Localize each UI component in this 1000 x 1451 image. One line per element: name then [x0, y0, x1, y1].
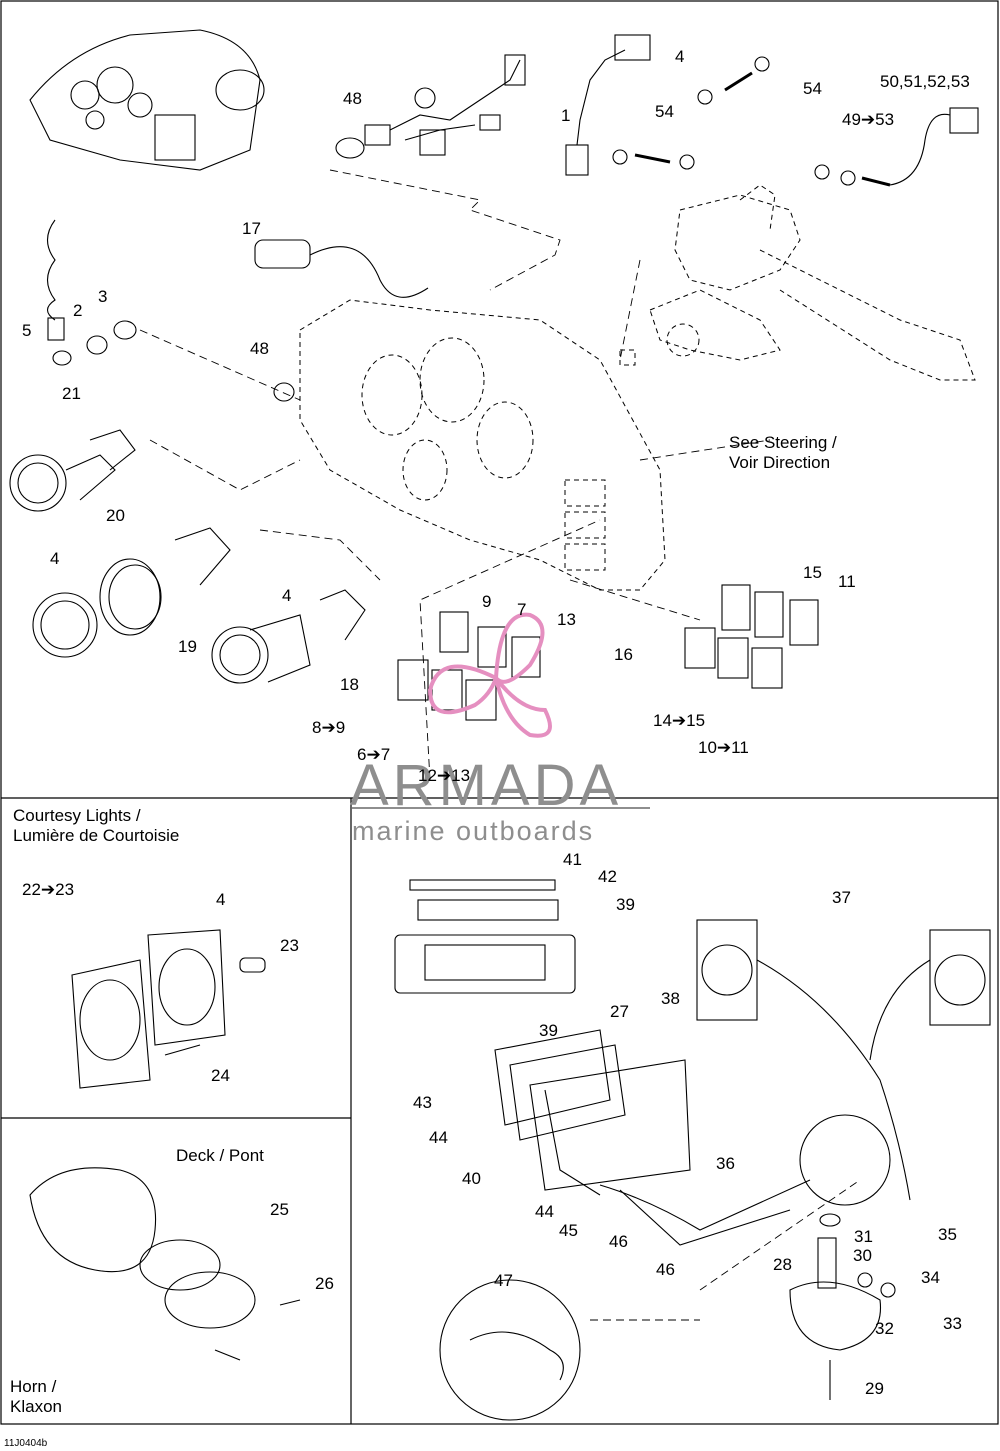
courtesy-title-line2: Lumière de Courtoisie [13, 826, 180, 845]
label-46: 46 [656, 1260, 675, 1279]
switch-1 [565, 34, 651, 176]
label-54: 54 [655, 102, 674, 121]
rocker-switches [397, 584, 819, 721]
label-14-15: 14➔15 [653, 711, 706, 730]
label-2: 2 [73, 301, 83, 320]
label-7: 7 [517, 600, 527, 619]
watermark-tagline: marine outboards [352, 816, 595, 846]
label-10-11: 10➔11 [698, 738, 749, 757]
label-21: 21 [62, 384, 81, 403]
label-6-7: 6➔7 [357, 745, 391, 764]
module-assembly [394, 879, 811, 1246]
hardware-54 [612, 56, 770, 170]
label-44: 44 [429, 1128, 448, 1147]
label-4: 4 [50, 549, 60, 568]
label-3: 3 [98, 287, 108, 306]
label-4: 4 [216, 890, 226, 909]
steering-assembly [619, 184, 976, 381]
gauge-assemblies [9, 429, 366, 684]
misc-parts-upper-left [46, 219, 429, 402]
label-37: 37 [832, 888, 851, 907]
label-45: 45 [559, 1221, 578, 1240]
label-43: 43 [413, 1093, 432, 1112]
label-54: 54 [803, 79, 822, 98]
label-30: 30 [853, 1246, 872, 1265]
courtesy-light [71, 929, 266, 1089]
label-12-13: 12➔13 [418, 766, 471, 785]
figure-code: 11J0404b [4, 1438, 48, 1449]
label-38: 38 [661, 989, 680, 1008]
label-47: 47 [494, 1271, 513, 1290]
label-16: 16 [614, 645, 633, 664]
instrument-cluster [29, 29, 265, 171]
horn-title-line1: Horn / [10, 1377, 57, 1396]
label-5: 5 [22, 321, 32, 340]
label-28: 28 [773, 1255, 792, 1274]
label-36: 36 [716, 1154, 735, 1173]
label-39: 39 [539, 1021, 558, 1040]
label-24: 24 [211, 1066, 230, 1085]
label-23: 23 [280, 936, 299, 955]
label-1: 1 [561, 106, 571, 125]
steering-note-line2: Voir Direction [729, 453, 831, 472]
label-42: 42 [598, 867, 617, 886]
label-19: 19 [178, 637, 197, 656]
label-34: 34 [921, 1268, 940, 1287]
label-33: 33 [943, 1314, 962, 1333]
label-18: 18 [340, 675, 359, 694]
label-11: 11 [838, 572, 856, 591]
label-13: 13 [557, 610, 576, 629]
label-17: 17 [242, 219, 261, 238]
label-48: 48 [343, 89, 362, 108]
speakers [696, 919, 991, 1206]
label-26: 26 [315, 1274, 334, 1293]
detail-47 [439, 1279, 581, 1421]
key-switch-harness [335, 54, 526, 159]
label-39: 39 [616, 895, 635, 914]
watermark-brand: ARMADA [350, 753, 623, 818]
label-4: 4 [282, 586, 292, 605]
label-48: 48 [250, 339, 269, 358]
label-4: 4 [675, 47, 685, 66]
horn-title-line2: Klaxon [10, 1397, 62, 1416]
watermark-logo [427, 612, 552, 738]
label-22-23: 22➔23 [22, 880, 75, 899]
leader-lines [139, 169, 861, 1321]
label-15: 15 [803, 563, 822, 582]
courtesy-title-line1: Courtesy Lights / [13, 806, 141, 825]
label-9: 9 [482, 592, 492, 611]
horn [29, 1167, 301, 1361]
label-40: 40 [462, 1169, 481, 1188]
label-50-53: 50,51,52,53 [880, 72, 970, 91]
label-41: 41 [563, 850, 582, 869]
dashboard-console [299, 299, 666, 591]
label-27: 27 [610, 1002, 629, 1021]
label-46: 46 [609, 1232, 628, 1251]
label-44: 44 [535, 1202, 554, 1221]
label-29: 29 [865, 1379, 884, 1398]
label-25: 25 [270, 1200, 289, 1219]
bracket-assembly [789, 1213, 896, 1400]
deck-note: Deck / Pont [176, 1146, 264, 1165]
label-8-9: 8➔9 [312, 718, 346, 737]
label-20: 20 [106, 506, 125, 525]
steering-note-line1: See Steering / [729, 433, 837, 452]
label-49-53: 49➔53 [842, 110, 895, 129]
label-35: 35 [938, 1225, 957, 1244]
label-31: 31 [854, 1227, 873, 1246]
cable-49-53 [814, 107, 979, 187]
label-32: 32 [875, 1319, 894, 1338]
